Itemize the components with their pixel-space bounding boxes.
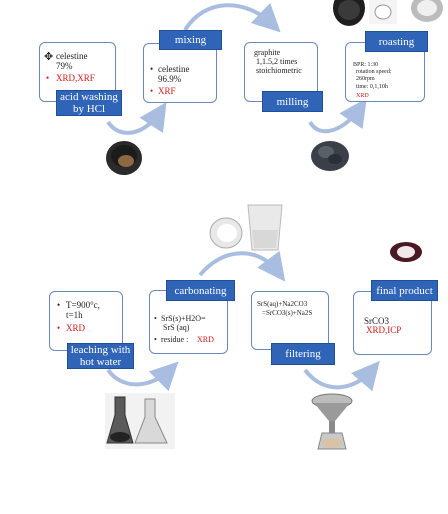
filtering-line1: SrS(aq)+Na2CO3 — [257, 300, 308, 308]
carbonating-bullet2: • — [154, 335, 157, 344]
leaching-bullet1: • — [57, 300, 61, 310]
leaching-line3: XRD — [66, 323, 86, 333]
mixing-label: mixing — [159, 30, 222, 50]
leaching-label: leaching with hot water — [67, 343, 134, 369]
arrow-milling-to-roasting — [308, 98, 367, 134]
roasting-label: roasting — [365, 31, 428, 52]
acid-washing-label: acid washing by HCl — [56, 90, 122, 116]
acid-line1: celestine — [56, 51, 88, 61]
milling-label: milling — [262, 91, 323, 112]
milled-powder-photo — [311, 141, 349, 171]
final-product-photo — [390, 242, 422, 262]
final-product-label: final product — [371, 280, 438, 301]
filtering-funnel-photo — [311, 393, 353, 450]
acid-line2: 79% — [56, 61, 73, 71]
milling-line3: stoichiometric — [256, 66, 302, 75]
carbonating-line1: SrS(s)+H2O= — [161, 314, 206, 323]
leaching-line2: t=1h — [66, 310, 83, 320]
leaching-box — [49, 291, 123, 351]
move-cursor-icon: ✥ — [44, 51, 54, 63]
acid-line3: XRD,XRF — [56, 73, 95, 83]
mixing-line2: 96.9% — [158, 74, 182, 84]
carbonating-sample-photo — [209, 204, 283, 251]
carbonating-line3: residue : — [161, 335, 189, 344]
filtering-label: filtering — [271, 343, 335, 365]
acid-bullet: • — [46, 73, 50, 83]
leaching-line1: T=900°c, — [66, 300, 100, 310]
mixing-bullet2: • — [150, 86, 154, 96]
acid-washed-powder-photo — [106, 141, 142, 175]
carbonating-bullet1: • — [154, 314, 157, 323]
roasting-line4: time: 0,1,10h — [356, 84, 388, 90]
leaching-bullet2: • — [57, 323, 61, 333]
arrow-carbonating-to-filtering — [198, 250, 286, 282]
carbonating-line2: SrS (aq) — [163, 323, 190, 332]
leaching-flasks-photo — [105, 393, 175, 449]
milling-line1: graphite — [254, 48, 281, 57]
roasting-line5: XRD — [356, 93, 369, 99]
final-line1: SrCO3 — [364, 316, 390, 326]
arrow-acid-to-mixing — [106, 101, 167, 135]
carbonating-line4: XRD — [197, 335, 214, 344]
milling-line2: 1,1.5,2 times — [256, 57, 298, 66]
roasting-line1: BPR: 1:30 — [353, 62, 379, 68]
arrow-leaching-to-carbonating — [106, 361, 179, 392]
mixing-bullet1: • — [150, 64, 154, 74]
final-line2: XRD,ICP — [366, 325, 402, 335]
arrow-mixing-to-milling — [183, 2, 281, 33]
roasting-box — [345, 42, 425, 102]
mixing-line1: celestine — [158, 64, 190, 74]
mixing-line3: XRF — [158, 86, 176, 96]
roasting-crucibles-photo — [333, 0, 443, 26]
carbonating-label: carbonating — [166, 280, 235, 301]
roasting-line3: 260rpm — [356, 76, 375, 82]
filtering-box — [251, 291, 329, 350]
filtering-line2: =SrCO3(s)+Na2S — [262, 309, 313, 317]
roasting-line2: rotation speed: — [356, 69, 392, 75]
final-product-box — [353, 291, 432, 355]
arrow-filtering-to-final — [303, 360, 380, 392]
